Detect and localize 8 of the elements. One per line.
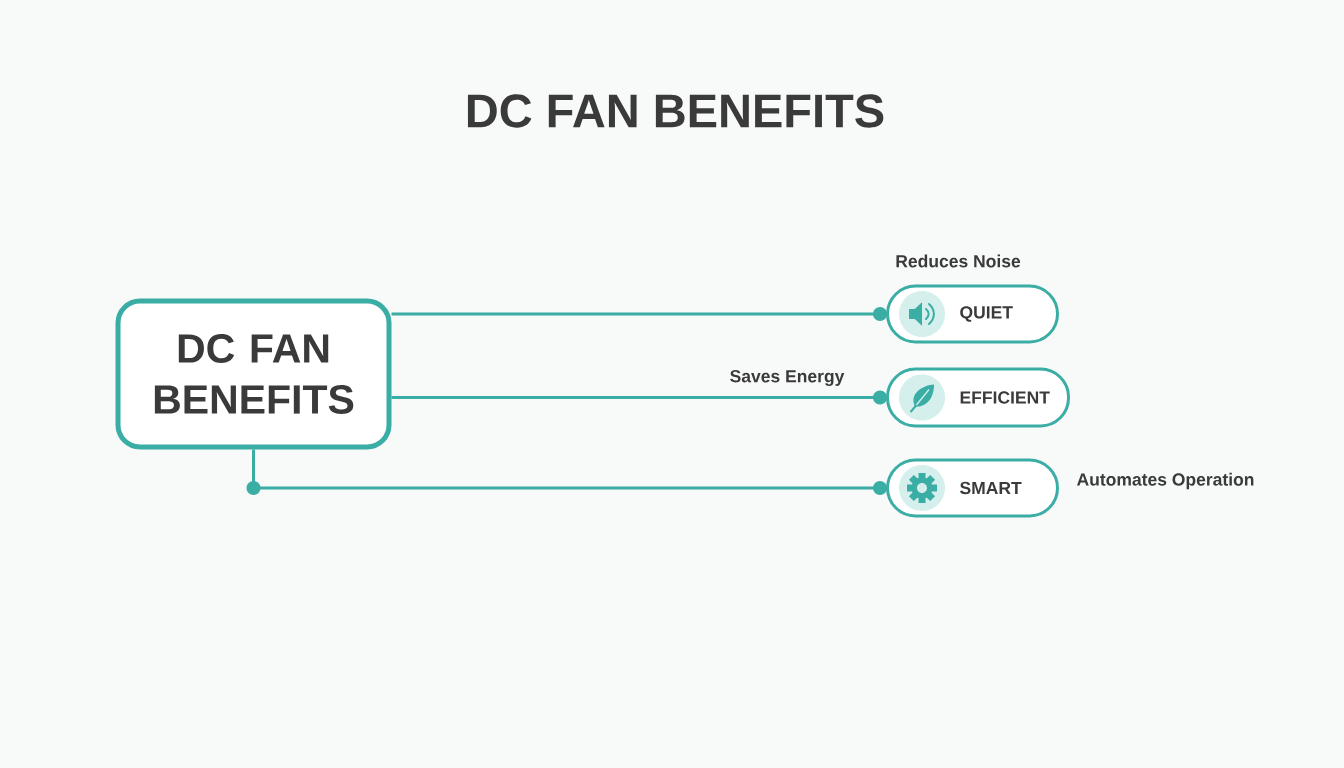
connector xyxy=(391,390,887,405)
connector xyxy=(391,307,887,321)
topic-box: DC FAN BENEFITS xyxy=(115,298,392,450)
description-text: Reduces Noise xyxy=(896,254,1021,268)
title: DC FAN BENEFITS xyxy=(467,94,884,128)
connector xyxy=(246,449,887,495)
description-text: Automates Operation xyxy=(1077,472,1254,490)
description-text: Saves Energy xyxy=(730,370,845,386)
